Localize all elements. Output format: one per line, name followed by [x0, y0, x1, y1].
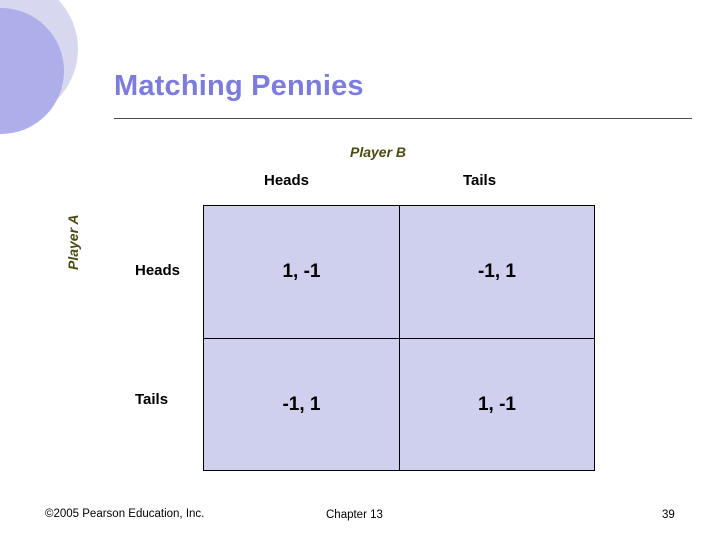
payoff-cell-tails-tails: 1, -1	[399, 338, 594, 470]
footer-page-number: 39	[662, 509, 675, 521]
payoff-cell-tails-heads: -1, 1	[204, 338, 399, 470]
column-header-tails: Tails	[463, 172, 497, 189]
column-axis-label: Player B	[350, 144, 407, 160]
row-header-heads: Heads	[135, 262, 181, 279]
page-title: Matching Pennies	[114, 70, 364, 102]
footer-chapter: Chapter 13	[326, 509, 383, 521]
footer-copyright: ©2005 Pearson Education, Inc.	[45, 508, 205, 520]
payoff-cell-heads-heads: 1, -1	[282, 261, 321, 282]
payoff-matrix: 1, -1 -1, 1 -1, 1 1, -1	[203, 205, 595, 471]
row-header-tails: Tails	[135, 391, 169, 408]
payoff-cell-heads-tails: -1, 1	[399, 206, 594, 338]
column-header-heads: Heads	[264, 172, 310, 189]
title-divider	[114, 118, 692, 119]
row-axis-label: Player A	[65, 214, 81, 270]
